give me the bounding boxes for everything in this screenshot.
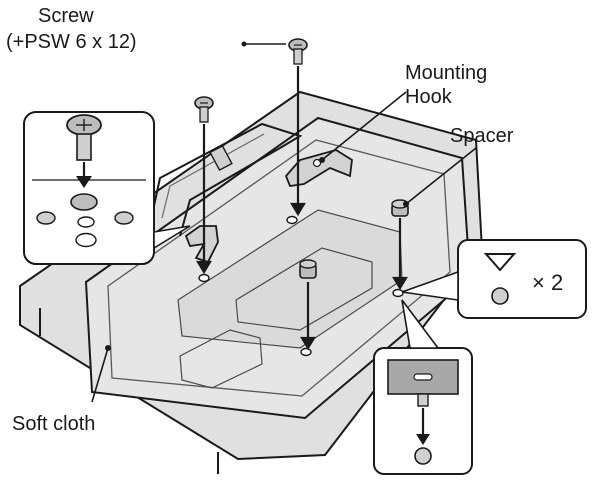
label-spacer: Spacer: [450, 125, 513, 148]
leader-spacer-dot: [403, 201, 409, 207]
spacer-centre: [300, 260, 316, 278]
label-mounting-hook-line2: Hook: [405, 86, 452, 109]
screw-hole-top: [287, 217, 297, 224]
screw-hole-left: [199, 275, 209, 282]
label-screw: Screw: [38, 5, 94, 28]
screw-hole-centre: [301, 349, 311, 356]
screw-top: [289, 39, 307, 64]
inset-orientation-mark: [458, 240, 586, 318]
label-soft-cloth: Soft cloth: [12, 413, 95, 436]
leader-mounting-hook-dot: [319, 157, 325, 163]
inset-spacer-detail: [374, 348, 472, 474]
leader-soft-cloth-dot: [105, 345, 111, 351]
label-mounting-hook-line1: Mounting: [405, 62, 487, 85]
inset-screw-detail: [24, 112, 154, 264]
screw-left: [195, 97, 213, 122]
leader-screw-dot: [242, 42, 247, 47]
screw-hole-right: [393, 290, 403, 297]
label-spacer-count: × 2: [532, 271, 563, 294]
label-screw-spec: (+PSW 6 x 12): [6, 31, 137, 54]
